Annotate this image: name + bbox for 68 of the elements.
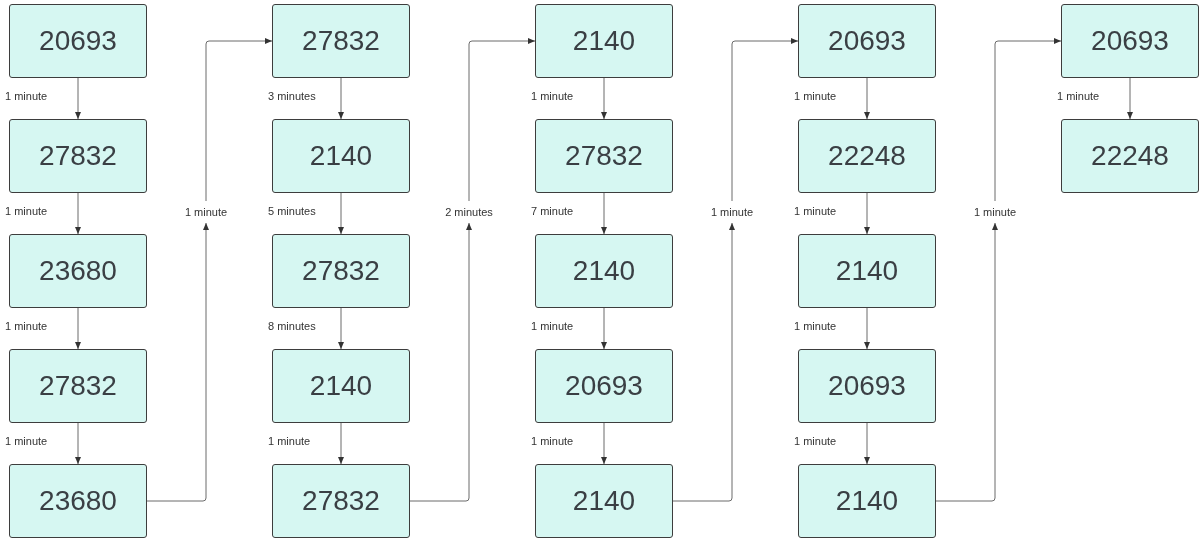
edge-label: 1 minute xyxy=(794,320,837,333)
process-box: 2140 xyxy=(272,119,410,193)
arrow xyxy=(601,307,607,350)
edge-label: 5 minutes xyxy=(268,205,316,218)
arrow xyxy=(601,77,607,120)
edge-label: 1 minute xyxy=(531,90,574,103)
process-box: 20693 xyxy=(1061,4,1199,78)
process-box: 2140 xyxy=(272,349,410,423)
time-label: 1 minute xyxy=(963,205,1027,219)
arrow xyxy=(864,307,870,350)
arrow xyxy=(409,222,472,502)
arrow xyxy=(731,38,799,202)
arrow xyxy=(601,192,607,235)
edge-label: 1 minute xyxy=(531,320,574,333)
arrow xyxy=(75,192,81,235)
edge-label: 1 minute xyxy=(794,205,837,218)
arrow xyxy=(338,307,344,350)
process-box: 20693 xyxy=(798,4,936,78)
edge-label: 1 minute xyxy=(794,90,837,103)
arrow xyxy=(338,192,344,235)
process-box: 27832 xyxy=(272,464,410,538)
edge-label: 1 minute xyxy=(1057,90,1100,103)
arrow xyxy=(338,77,344,120)
time-label: 1 minute xyxy=(700,205,764,219)
arrow xyxy=(468,38,536,202)
edge-label: 1 minute xyxy=(5,205,48,218)
arrow xyxy=(601,422,607,465)
arrow xyxy=(146,222,209,502)
edge-label: 1 minute xyxy=(5,90,48,103)
arrow xyxy=(205,38,273,202)
process-box: 22248 xyxy=(1061,119,1199,193)
process-box: 2140 xyxy=(535,464,673,538)
edge-label: 1 minute xyxy=(268,435,311,448)
arrow xyxy=(1127,77,1133,120)
arrow xyxy=(864,422,870,465)
edge-label: 1 minute xyxy=(531,435,574,448)
arrow xyxy=(672,222,735,502)
edge-label: 3 minutes xyxy=(268,90,316,103)
process-box: 2140 xyxy=(798,464,936,538)
time-label: 2 minutes xyxy=(437,205,501,219)
arrow xyxy=(75,77,81,120)
process-box: 20693 xyxy=(798,349,936,423)
edge-label: 1 minute xyxy=(5,435,48,448)
arrow xyxy=(75,422,81,465)
arrow xyxy=(994,38,1062,202)
process-box: 27832 xyxy=(272,234,410,308)
process-box: 2140 xyxy=(535,4,673,78)
edge-label: 8 minutes xyxy=(268,320,316,333)
arrow xyxy=(864,77,870,120)
process-box: 27832 xyxy=(9,349,147,423)
process-box: 23680 xyxy=(9,464,147,538)
edge-label: 1 minute xyxy=(5,320,48,333)
arrow xyxy=(338,422,344,465)
process-box: 23680 xyxy=(9,234,147,308)
process-box: 27832 xyxy=(272,4,410,78)
process-box: 20693 xyxy=(9,4,147,78)
arrow xyxy=(935,222,998,502)
process-box: 22248 xyxy=(798,119,936,193)
arrow xyxy=(864,192,870,235)
time-label: 1 minute xyxy=(174,205,238,219)
process-box: 27832 xyxy=(535,119,673,193)
process-box: 2140 xyxy=(798,234,936,308)
edge-label: 1 minute xyxy=(794,435,837,448)
process-box: 27832 xyxy=(9,119,147,193)
process-box: 20693 xyxy=(535,349,673,423)
process-box: 2140 xyxy=(535,234,673,308)
arrow xyxy=(75,307,81,350)
edge-label: 7 minute xyxy=(531,205,574,218)
